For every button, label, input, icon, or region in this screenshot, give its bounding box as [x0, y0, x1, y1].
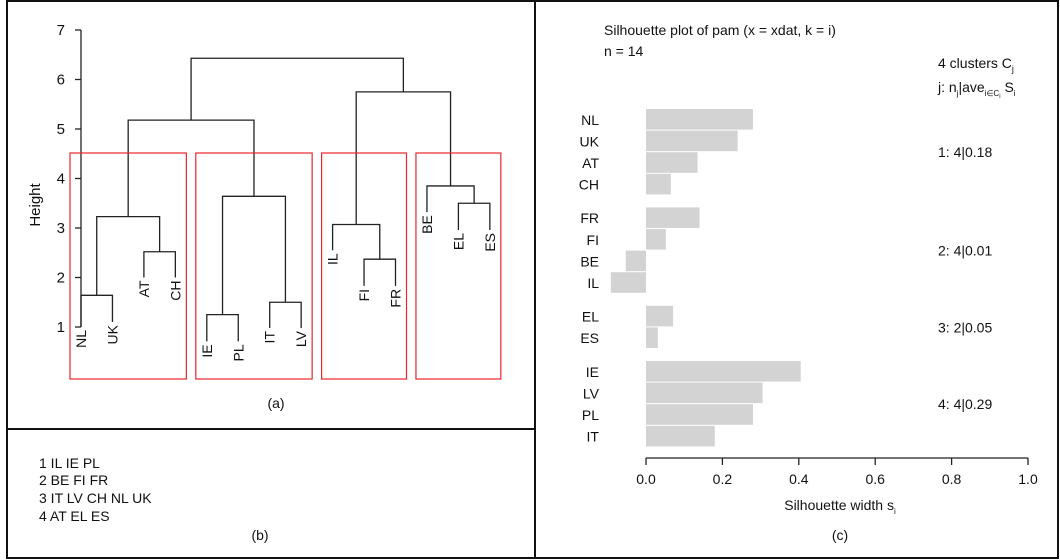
x-tick-label: 0.2	[713, 471, 733, 487]
silhouette-bar-uk	[646, 130, 738, 152]
dendrogram-branch	[127, 119, 255, 217]
silhouette-bar-it	[646, 425, 715, 447]
y-tick-label: 6	[57, 72, 65, 89]
panel-borders	[6, 0, 1059, 559]
leaf-label-nl: NL	[73, 330, 89, 348]
cluster-line-3: 3 IT LV CH NL UK	[39, 490, 152, 506]
silhouette-bar-il	[610, 272, 646, 293]
leaf-label-fr: FR	[388, 289, 404, 308]
bar-label-fr: FR	[580, 210, 599, 226]
leaf-label-be: BE	[419, 215, 435, 234]
dendrogram-branch	[221, 195, 287, 315]
cluster-summary-2: 2: 4|0.01	[938, 243, 992, 259]
silhouette-bar-pl	[646, 404, 753, 425]
y-tick-label: 4	[57, 171, 65, 188]
y-tick-label: 2	[57, 270, 65, 287]
caption-b: (b)	[251, 527, 268, 543]
x-tick-label: 0.8	[942, 471, 962, 487]
silhouette-title: Silhouette plot of pam (x = xdat, k = i)	[604, 22, 836, 38]
y-tick-label: 1	[57, 319, 65, 336]
y-axis-label: Height	[27, 182, 44, 226]
leaf-labels: NL UK AT CH IE PL IT LV IL FI FR BE EL ES	[73, 215, 498, 361]
dendrogram-panel: 1 2 3 4 5 6 7 Height NL UK AT CH IE PL IT LV IL FI FR BE E…	[27, 22, 502, 411]
leaf-label-el: EL	[450, 233, 466, 250]
y-tick-label: 3	[57, 220, 65, 237]
y-axis: 1 2 3 4 5 6 7	[57, 22, 82, 336]
silhouette-bar-be	[625, 250, 646, 272]
bar-label-pl: PL	[582, 407, 599, 423]
cluster-line-2: 2 BE FI FR	[39, 472, 108, 488]
bar-label-il: IL	[587, 275, 599, 291]
legend-title: 4 clusters Cj	[938, 55, 1014, 74]
cluster-box	[415, 152, 502, 380]
cluster-line-1: 1 IL IE PL	[39, 455, 100, 471]
dendrogram-branch	[426, 185, 475, 213]
leaf-label-fi: FI	[356, 289, 372, 301]
x-tick-label: 1.0	[1018, 471, 1038, 487]
bar-label-lv: LV	[583, 385, 600, 401]
dendrogram-branch	[457, 202, 491, 230]
bar-label-nl: NL	[581, 112, 599, 128]
cluster-summary-3: 3: 2|0.05	[938, 319, 992, 335]
leaf-label-at: AT	[136, 280, 152, 297]
silhouette-bar-ie	[646, 361, 801, 382]
dendrogram-branch	[355, 91, 452, 225]
cluster-summary-4: 4: 4|0.29	[938, 396, 992, 412]
caption-c: (c)	[832, 527, 848, 543]
bar-label-uk: UK	[580, 133, 600, 149]
leaf-label-ch: CH	[167, 281, 183, 301]
dendrogram-branch	[143, 251, 176, 278]
silhouette-bar-nl	[646, 109, 753, 130]
bar-label-fi: FI	[587, 232, 599, 248]
leaf-label-it: IT	[262, 331, 278, 344]
leaf-label-il: IL	[325, 253, 341, 265]
cluster-list-panel: 1 IL IE PL 2 BE FI FR 3 IT LV CH NL UK 4…	[39, 455, 269, 543]
silhouette-bar-es	[646, 327, 658, 348]
dendrogram-branch	[190, 57, 405, 121]
cluster-boxes	[69, 152, 502, 380]
silhouette-bar-ch	[646, 173, 671, 195]
leaf-label-lv: LV	[293, 330, 309, 347]
silhouette-bar-fi	[646, 229, 666, 250]
bar-label-be: BE	[580, 253, 599, 269]
bar-label-es: ES	[580, 330, 599, 346]
silhouette-bar-lv	[646, 382, 763, 404]
silhouette-bar-fr	[646, 207, 700, 228]
y-tick-label: 7	[57, 22, 65, 39]
x-tick-label: 0.0	[636, 471, 656, 487]
leaf-label-ie: IE	[199, 344, 215, 357]
dendrogram-branch	[206, 313, 239, 342]
dendrogram-branch	[363, 258, 397, 286]
cluster-box	[69, 152, 187, 380]
bar-label-el: EL	[582, 309, 599, 325]
cluster-box	[195, 152, 313, 380]
bar-label-at: AT	[582, 155, 599, 171]
silhouette-bar-at	[646, 152, 698, 173]
silhouette-n: n = 14	[604, 43, 644, 59]
y-tick-label: 5	[57, 121, 65, 138]
x-axis-label: Silhouette width si	[784, 497, 896, 516]
silhouette-bar-el	[646, 305, 674, 327]
dendrogram-branch	[269, 301, 302, 328]
leaf-label-pl: PL	[230, 344, 246, 361]
legend-header: j: nj|avei∈Ci Si	[937, 79, 1016, 100]
leaf-label-es: ES	[482, 233, 498, 252]
x-axis: 0.0 0.2 0.4 0.6 0.8 1.0	[636, 457, 1038, 487]
dendrogram-branch	[80, 294, 114, 327]
leaf-label-uk: UK	[104, 324, 120, 344]
caption-a: (a)	[267, 395, 284, 411]
cluster-box	[321, 152, 408, 380]
bar-label-ie: IE	[586, 364, 599, 380]
dendrogram-tree	[80, 57, 491, 342]
cluster-line-4: 4 AT EL ES	[39, 508, 110, 524]
x-tick-label: 0.4	[789, 471, 809, 487]
silhouette-panel: Silhouette plot of pam (x = xdat, k = i)…	[579, 22, 1038, 543]
x-tick-label: 0.6	[865, 471, 885, 487]
bar-label-ch: CH	[579, 177, 599, 193]
bar-label-it: IT	[587, 429, 600, 445]
cluster-summary-1: 1: 4|0.18	[938, 144, 992, 160]
